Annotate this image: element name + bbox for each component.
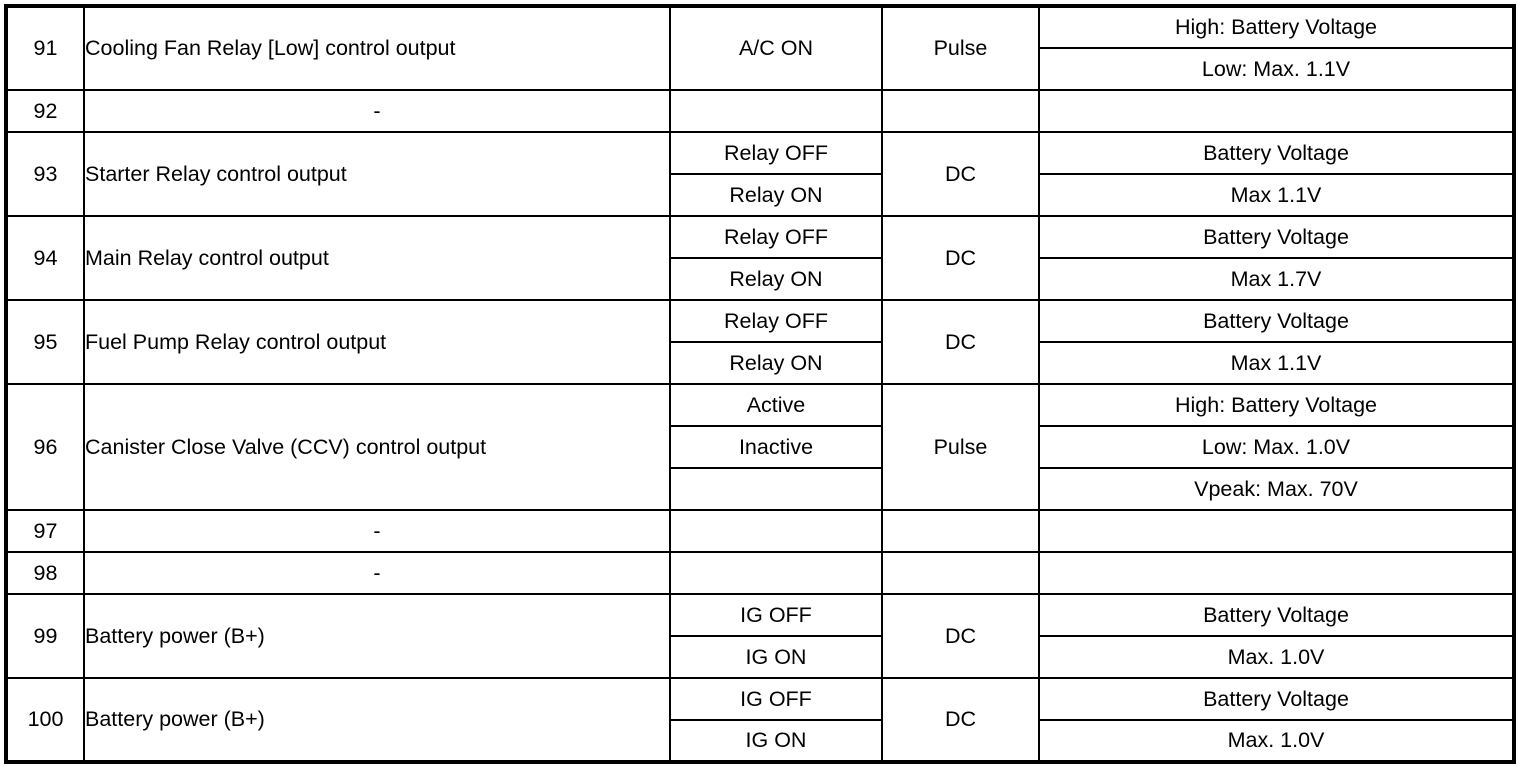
table-row: Vpeak: Max. 70V [6,467,1515,511]
value-cell [1038,551,1515,595]
value-cell: Battery Voltage [1038,299,1515,343]
description-cell: Starter Relay control output [83,131,671,217]
condition-cell [669,509,883,553]
condition-cell: Relay OFF [669,131,883,175]
value-cell: Battery Voltage [1038,215,1515,259]
value-cell: High: Battery Voltage [1038,5,1515,49]
value-cell: Battery Voltage [1038,677,1515,721]
signal-type-cell: DC [881,593,1040,679]
value-cell: Max 1.1V [1038,341,1515,385]
signal-type-cell: DC [881,299,1040,385]
pin-number-cell: 99 [5,593,85,679]
table-row: IG ON Max. 1.0V [6,719,1515,763]
condition-cell: A/C ON [669,5,883,91]
description-cell: - [83,551,671,595]
value-cell: Battery Voltage [1038,131,1515,175]
signal-type-cell: DC [881,131,1040,217]
condition-cell: IG ON [669,635,883,679]
value-cell: Max 1.1V [1038,173,1515,217]
signal-type-cell [881,89,1040,133]
value-cell: Low: Max. 1.1V [1038,47,1515,91]
pin-number-cell: 91 [5,5,85,91]
description-cell: Battery power (B+) [83,677,671,763]
signal-type-cell: Pulse [881,5,1040,91]
condition-cell: Inactive [669,425,883,469]
value-cell: High: Battery Voltage [1038,383,1515,427]
signal-type-cell [881,551,1040,595]
value-cell: Battery Voltage [1038,593,1515,637]
condition-cell: Relay OFF [669,299,883,343]
value-cell [1038,509,1515,553]
pin-number-cell: 94 [5,215,85,301]
table-row: Relay ON Max 1.7V [6,257,1515,301]
table-row: Inactive Low: Max. 1.0V [6,425,1515,469]
table-row: 92- [5,89,1515,133]
pin-number-cell: 97 [5,509,85,553]
description-cell: Fuel Pump Relay control output [83,299,671,385]
pin-number-cell: 96 [5,383,85,511]
pin-number-cell: 93 [5,131,85,217]
table-row: 97- [5,509,1515,553]
table-row: Low: Max. 1.1V [6,47,1515,91]
value-cell: Max. 1.0V [1038,635,1515,679]
condition-cell: Relay ON [669,257,883,301]
condition-cell: Relay ON [669,341,883,385]
value-cell: Vpeak: Max. 70V [1038,467,1515,511]
signal-type-cell: Pulse [881,383,1040,511]
condition-cell [669,467,883,511]
condition-cell: Relay ON [669,173,883,217]
table-row: Relay ON Max 1.1V [6,173,1515,217]
signal-type-cell: DC [881,215,1040,301]
description-cell: - [83,89,671,133]
condition-cell: IG ON [669,719,883,763]
table-row: Relay ON Max 1.1V [6,341,1515,385]
condition-cell: Active [669,383,883,427]
condition-cell: IG OFF [669,677,883,721]
condition-cell: Relay OFF [669,215,883,259]
condition-cell [669,551,883,595]
pin-number-cell: 92 [5,89,85,133]
value-cell: Max. 1.0V [1038,719,1515,763]
description-cell: - [83,509,671,553]
value-cell: Max 1.7V [1038,257,1515,301]
description-cell: Canister Close Valve (CCV) control outpu… [83,383,671,511]
condition-cell [669,89,883,133]
signal-type-cell [881,509,1040,553]
description-cell: Main Relay control output [83,215,671,301]
description-cell: Cooling Fan Relay [Low] control output [83,5,671,91]
pin-number-cell: 98 [5,551,85,595]
value-cell [1038,89,1515,133]
value-cell: Low: Max. 1.0V [1038,425,1515,469]
description-cell: Battery power (B+) [83,593,671,679]
table-row: 98- [5,551,1515,595]
table-row: IG ON Max. 1.0V [6,635,1515,679]
pin-number-cell: 100 [5,677,85,763]
signal-type-cell: DC [881,677,1040,763]
condition-cell: IG OFF [669,593,883,637]
pin-number-cell: 95 [5,299,85,385]
